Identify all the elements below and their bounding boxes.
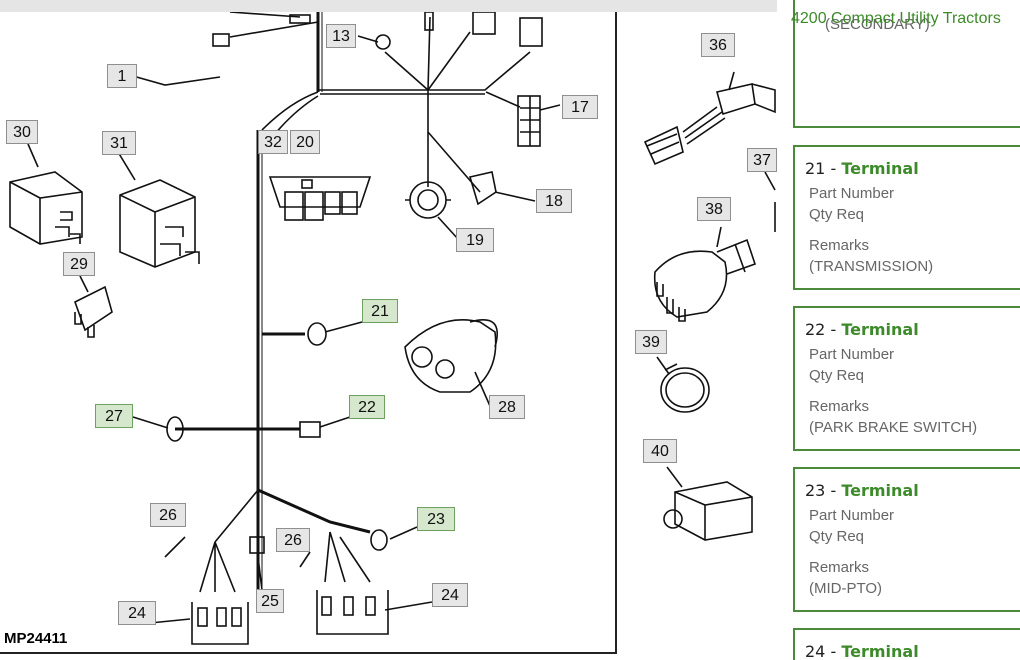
- item-name[interactable]: Terminal: [841, 159, 919, 178]
- callout-19[interactable]: 19: [456, 228, 494, 252]
- callout-27[interactable]: 27: [95, 404, 133, 428]
- item-separator: -: [825, 320, 842, 339]
- callout-13[interactable]: 13: [326, 24, 356, 48]
- callout-17[interactable]: 17: [562, 95, 598, 119]
- callout-24a[interactable]: 24: [118, 601, 156, 625]
- qty-label: Qty Req: [809, 206, 865, 223]
- figure-id: MP24411: [4, 630, 68, 647]
- item-number: 21: [805, 159, 826, 178]
- part-number-label: Part Number: [809, 185, 895, 202]
- remarks-value: (TRANSMISSION): [809, 258, 934, 275]
- card-title[interactable]: 24 - Terminal: [805, 642, 919, 660]
- qty-label: Qty Req: [809, 528, 865, 545]
- callout-40[interactable]: 40: [643, 439, 677, 463]
- parts-diagram-continued[interactable]: 36 37 38 39 40: [617, 12, 777, 660]
- part-number-label: Part Number: [809, 346, 895, 363]
- remarks-label: Remarks: [809, 559, 870, 576]
- callout-31[interactable]: 31: [102, 131, 136, 155]
- app-title: 4200 Compact Utility Tractors: [791, 10, 1001, 27]
- parts-list-panel[interactable]: (SECONDARY) 4200 Compact Utility Tractor…: [777, 0, 1020, 660]
- remarks-value: (SECONDARY): [825, 16, 930, 33]
- callout-25[interactable]: 25: [256, 589, 284, 613]
- callout-39[interactable]: 39: [635, 330, 667, 354]
- parts-diagram[interactable]: 1 13 17 18 19 20 32 21 22 23 27 28 29 30…: [0, 12, 617, 654]
- item-number: 22: [805, 320, 826, 339]
- callout-29[interactable]: 29: [63, 252, 95, 276]
- switch-drawing: [643, 71, 776, 541]
- item-separator: -: [825, 159, 842, 178]
- item-name[interactable]: Terminal: [841, 320, 919, 339]
- remarks-label: Remarks: [809, 237, 870, 254]
- item-number: 24: [805, 642, 826, 660]
- callout-21[interactable]: 21: [362, 299, 398, 323]
- callout-26a[interactable]: 26: [150, 503, 186, 527]
- card-title[interactable]: 22 - Terminal: [805, 320, 919, 339]
- parts-card-21[interactable]: 21 - Terminal Part Number Qty Req Remark…: [793, 145, 1020, 290]
- item-name[interactable]: Terminal: [841, 642, 919, 660]
- callout-30[interactable]: 30: [6, 120, 38, 144]
- parts-card-23[interactable]: 23 - Terminal Part Number Qty Req Remark…: [793, 467, 1020, 612]
- parts-card-22[interactable]: 22 - Terminal Part Number Qty Req Remark…: [793, 306, 1020, 451]
- callout-32[interactable]: 32: [258, 130, 288, 154]
- callout-38[interactable]: 38: [697, 197, 731, 221]
- callout-26b[interactable]: 26: [276, 528, 310, 552]
- callout-18[interactable]: 18: [536, 189, 572, 213]
- callout-28[interactable]: 28: [489, 395, 525, 419]
- parts-card-prev[interactable]: (SECONDARY): [793, 0, 1020, 128]
- remarks-value: (PARK BRAKE SWITCH): [809, 419, 978, 436]
- remarks-label: Remarks: [809, 398, 870, 415]
- callout-37[interactable]: 37: [747, 148, 777, 172]
- callout-23[interactable]: 23: [417, 507, 455, 531]
- callout-24b[interactable]: 24: [432, 583, 468, 607]
- item-separator: -: [825, 481, 842, 500]
- qty-label: Qty Req: [809, 367, 865, 384]
- item-number: 23: [805, 481, 826, 500]
- card-title[interactable]: 23 - Terminal: [805, 481, 919, 500]
- callout-20[interactable]: 20: [290, 130, 320, 154]
- top-bar: [0, 0, 1020, 12]
- parts-card-24[interactable]: 24 - Terminal: [793, 628, 1020, 660]
- item-separator: -: [825, 642, 842, 660]
- part-number-label: Part Number: [809, 507, 895, 524]
- harness-drawing: [9, 12, 561, 645]
- callout-36[interactable]: 36: [701, 33, 735, 57]
- callout-22[interactable]: 22: [349, 395, 385, 419]
- card-title[interactable]: 21 - Terminal: [805, 159, 919, 178]
- item-name[interactable]: Terminal: [841, 481, 919, 500]
- callout-1[interactable]: 1: [107, 64, 137, 88]
- remarks-value: (MID-PTO): [809, 580, 883, 597]
